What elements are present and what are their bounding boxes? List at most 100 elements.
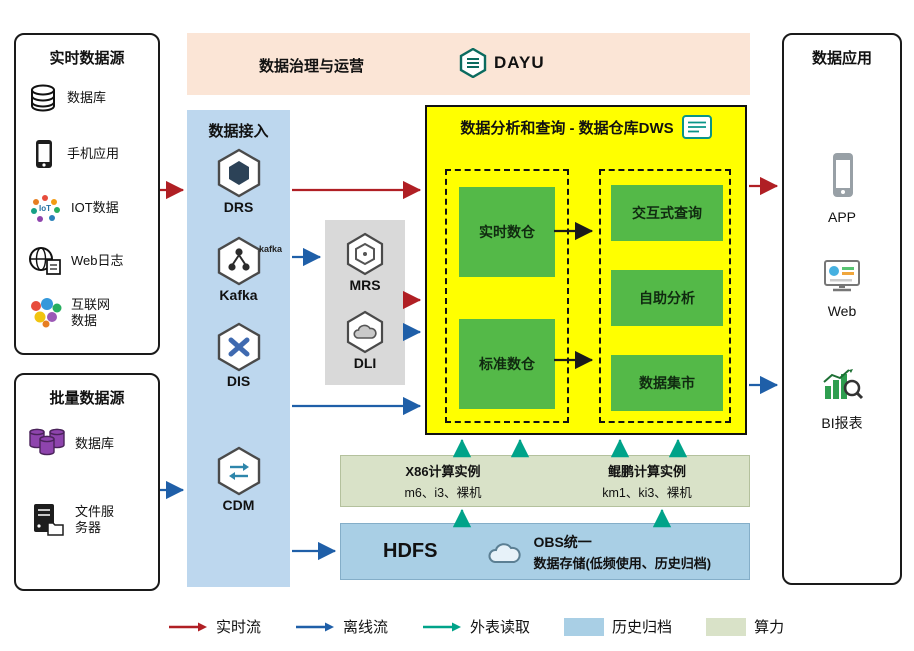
service-kafka: kafka Kafka (187, 236, 290, 303)
data-ingestion-column: 数据接入 DRS kafka Kafka DIS (187, 110, 290, 587)
source-label: Web日志 (71, 252, 124, 268)
source-label: 手机应用 (67, 145, 120, 161)
web-monitor-icon (824, 260, 860, 292)
balloons-icon (31, 298, 62, 328)
legend-item-compute-power: 算力 (706, 616, 784, 637)
dayu-hexagon-icon (459, 48, 487, 78)
source-label: 文件服务器 (75, 503, 115, 535)
service-dis: DIS (187, 322, 290, 389)
realtime-sources-title: 实时数据源 (49, 50, 125, 67)
list-item: IoT IOT数据 (28, 193, 154, 223)
iot-icon: IoT (31, 195, 60, 222)
governance-title: 数据治理与运营 (259, 58, 365, 75)
drs-hexagon-icon (217, 148, 260, 198)
batch-sources-title: 批量数据源 (49, 390, 125, 407)
legend-label: 算力 (754, 619, 785, 636)
legend-label: 外表读取 (470, 619, 531, 636)
list-item: APP (784, 151, 900, 225)
app-label: Web (827, 303, 857, 319)
service-mrs: MRS (325, 232, 405, 293)
service-label: DRS (223, 199, 254, 215)
obs-cloud-icon (488, 542, 522, 563)
app-label: BI报表 (821, 415, 863, 431)
database-icon (31, 84, 55, 112)
legend-label: 实时流 (216, 619, 262, 636)
bi-chart-icon (823, 369, 864, 400)
red-arrow-icon (169, 622, 207, 631)
app-phone-icon (833, 153, 853, 197)
kafka-hexagon-icon (217, 236, 260, 286)
legend-item-external-read: 外表读取 (422, 616, 530, 637)
kunpeng-specs: km1、ki3、裸机 (602, 486, 692, 500)
teal-arrow-icon (423, 622, 462, 631)
globe-icon (29, 247, 61, 275)
hdfs-label: HDFS (383, 540, 438, 562)
kunpeng-title: 鲲鹏计算实例 (607, 464, 686, 479)
ingestion-title: 数据接入 (208, 123, 269, 140)
legend-item-realtime-flow: 实时流 (168, 616, 261, 637)
svg-text:IoT: IoT (39, 204, 51, 213)
service-label: DIS (226, 373, 251, 389)
dws-title: 数据分析和查询 - 数据仓库DWS (460, 119, 674, 137)
kunpeng-compute: 鲲鹏计算实例 km1、ki3、裸机 (545, 456, 749, 506)
compute-swatch (706, 617, 747, 636)
service-label: CDM (222, 497, 255, 513)
obs-text-block: OBS统一 数据存储(低频使用、历史归档) (533, 532, 711, 572)
mid-services-box: MRS DLI (325, 220, 405, 385)
dli-hexagon-icon (346, 310, 384, 354)
list-item: Web (784, 259, 900, 319)
dis-hexagon-icon (217, 322, 260, 372)
applications-title: 数据应用 (811, 50, 872, 67)
dws-box: 数据分析和查询 - 数据仓库DWS 实时数仓 标准数仓 交互式查询 自助分析 数… (425, 105, 747, 435)
legend-label: 历史归档 (612, 619, 673, 636)
batch-sources-panel: 批量数据源 数据库 文件服务器 (14, 373, 160, 591)
legend-item-archive: 历史归档 (564, 616, 672, 637)
data-mart-box: 数据集市 (611, 355, 723, 411)
obs-title: OBS统一 (533, 533, 592, 550)
dayu-logo: DAYU (459, 48, 545, 78)
blue-arrow-icon (296, 622, 335, 631)
storage-box: HDFS OBS统一 数据存储(低频使用、历史归档) (340, 523, 750, 580)
applications-panel: 数据应用 APP Web (782, 33, 902, 585)
list-item: 数据库 (28, 83, 154, 113)
file-server-icon (34, 504, 64, 536)
document-icon (681, 115, 712, 139)
x86-compute: X86计算实例 m6、i3、裸机 (341, 456, 545, 506)
mrs-hexagon-icon (346, 232, 384, 276)
analytics-group: 交互式查询 自助分析 数据集市 (599, 169, 731, 423)
realtime-sources-panel: 实时数据源 数据库 手机应用 IoT (14, 33, 160, 355)
service-label: DLI (353, 355, 377, 371)
list-item: 互联网数据 (28, 297, 154, 330)
service-dli: DLI (325, 310, 405, 371)
realtime-warehouse-box: 实时数仓 (459, 187, 555, 277)
list-item: 手机应用 (28, 138, 154, 170)
dws-title-row: 数据分析和查询 - 数据仓库DWS (427, 115, 745, 139)
source-label: 数据库 (75, 435, 115, 451)
kafka-wordmark: kafka (259, 244, 283, 254)
service-cdm: CDM (187, 446, 290, 513)
source-label: 互联网数据 (71, 297, 111, 329)
service-label: Kafka (219, 287, 258, 303)
list-item: 文件服务器 (28, 503, 154, 537)
service-drs: DRS (187, 148, 290, 215)
archive-swatch (564, 617, 605, 636)
list-item: Web日志 (28, 246, 154, 276)
x86-specs: m6、i3、裸机 (404, 486, 482, 500)
cdm-hexagon-icon (217, 446, 260, 496)
list-item: 数据库 (28, 427, 154, 461)
phone-icon (36, 140, 52, 168)
database-purple-icon (29, 428, 65, 456)
app-label: APP (827, 209, 856, 225)
legend: 实时流 离线流 外表读取 历史归档 算力 (168, 616, 784, 637)
warehouse-group: 实时数仓 标准数仓 (445, 169, 569, 423)
source-label: IOT数据 (71, 199, 119, 215)
obs-subtitle: 数据存储(低频使用、历史归档) (533, 555, 712, 571)
list-item: BI报表 (784, 365, 900, 433)
service-label: MRS (349, 277, 381, 293)
legend-label: 离线流 (343, 619, 389, 636)
dayu-logo-text: DAYU (494, 53, 545, 72)
standard-warehouse-box: 标准数仓 (459, 319, 555, 409)
governance-bar: 数据治理与运营 DAYU (187, 33, 750, 95)
self-service-analysis-box: 自助分析 (611, 270, 723, 326)
